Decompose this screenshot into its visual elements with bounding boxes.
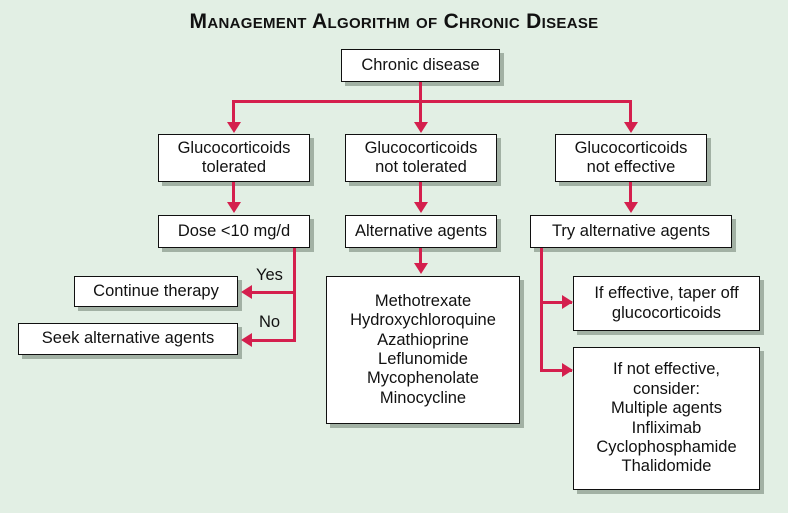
node-if-effective: If effective, taper off glucocorticoids [573, 276, 760, 331]
arrowhead-to-alternative-agents [414, 202, 428, 213]
arrowhead-to-not-effective [624, 122, 638, 133]
drug-list-item: Azathioprine [377, 330, 469, 349]
arrowhead-to-not-tolerated [414, 122, 428, 133]
node-drug-list: Methotrexate Hydroxychloroquine Azathiop… [326, 276, 520, 424]
node-glucocorticoids-not-tolerated: Glucocorticoids not tolerated [345, 134, 497, 182]
connector-bus-drop-left [232, 100, 235, 123]
arrowhead-to-drug-list [414, 263, 428, 274]
node-dose-label: Dose <10 mg/d [177, 221, 291, 240]
connector-dose-trunk [293, 248, 296, 342]
node-alternative-agents: Alternative agents [345, 215, 497, 248]
node-if-effective-line2: glucocorticoids [611, 303, 722, 322]
arrowhead-to-tolerated [227, 122, 241, 133]
connector-alternative-to-drug-list [419, 248, 422, 264]
drug-list-item: Methotrexate [374, 291, 472, 310]
node-glucocorticoids-tolerated-line2: tolerated [201, 158, 267, 176]
if-not-effective-item: Multiple agents [611, 399, 722, 418]
node-alternative-agents-label: Alternative agents [354, 221, 488, 240]
arrowhead-to-try-alternative-agents [624, 202, 638, 213]
drug-list-item: Minocycline [379, 388, 467, 407]
node-glucocorticoids-not-tolerated-line1: Glucocorticoids [364, 138, 478, 157]
connector-yes-branch [252, 291, 296, 294]
node-glucocorticoids-not-tolerated-line2: not tolerated [375, 158, 467, 176]
connector-no-branch [252, 339, 296, 342]
connector-if-effective [540, 301, 572, 304]
node-seek-alternative-agents-label: Seek alternative agents [41, 329, 215, 348]
node-continue-therapy: Continue therapy [74, 276, 238, 307]
drug-list-item: Leflunomide [378, 350, 468, 368]
node-glucocorticoids-not-effective-line2: not effective [586, 158, 676, 176]
drug-list-item: Mycophenolate [367, 369, 479, 388]
node-try-alternative-agents-label: Try alternative agents [551, 221, 711, 240]
edge-label-no: No [259, 313, 281, 331]
arrowhead-if-not-effective [562, 363, 573, 377]
node-if-effective-line1: If effective, taper off [594, 284, 739, 303]
connector-try-trunk [540, 248, 543, 372]
if-not-effective-item: consider: [633, 379, 700, 398]
connector-bus-drop-right [629, 100, 632, 123]
connector-if-not-effective [540, 369, 572, 372]
connector-root-bus [232, 100, 632, 103]
if-not-effective-lines: If not effective, consider: Multiple age… [580, 360, 753, 477]
node-glucocorticoids-tolerated-line1: Glucocorticoids [177, 138, 291, 157]
connector-root-stem [419, 82, 422, 103]
if-not-effective-item: Cyclophosphamide [596, 437, 737, 456]
arrowhead-if-effective [562, 295, 573, 309]
node-chronic-disease: Chronic disease [341, 49, 500, 82]
node-chronic-disease-label: Chronic disease [361, 55, 480, 74]
edge-label-yes: Yes [256, 266, 283, 284]
arrowhead-seek-alternative-agents [241, 333, 252, 347]
arrowhead-to-dose [227, 202, 241, 213]
node-dose: Dose <10 mg/d [158, 215, 310, 248]
node-seek-alternative-agents: Seek alternative agents [18, 323, 238, 355]
connector-bus-drop-middle [419, 100, 422, 123]
if-not-effective-item: If not effective, [612, 360, 720, 379]
node-if-not-effective: If not effective, consider: Multiple age… [573, 347, 760, 490]
node-glucocorticoids-tolerated: Glucocorticoids tolerated [158, 134, 310, 182]
if-not-effective-item: Thalidomide [621, 457, 712, 476]
arrowhead-continue-therapy [241, 285, 252, 299]
connector-not-tolerated-to-alternative [419, 182, 422, 203]
node-glucocorticoids-not-effective-line1: Glucocorticoids [574, 138, 688, 157]
node-glucocorticoids-not-effective: Glucocorticoids not effective [555, 134, 707, 182]
connector-tolerated-to-dose [232, 182, 235, 203]
node-try-alternative-agents: Try alternative agents [530, 215, 732, 248]
node-continue-therapy-label: Continue therapy [93, 281, 219, 300]
drug-list-item: Hydroxychloroquine [350, 311, 496, 330]
drug-list-lines: Methotrexate Hydroxychloroquine Azathiop… [333, 292, 513, 409]
page-title: Management Algorithm of Chronic Disease [189, 10, 599, 33]
if-not-effective-item: Infliximab [631, 418, 702, 437]
connector-not-effective-to-try [629, 182, 632, 203]
